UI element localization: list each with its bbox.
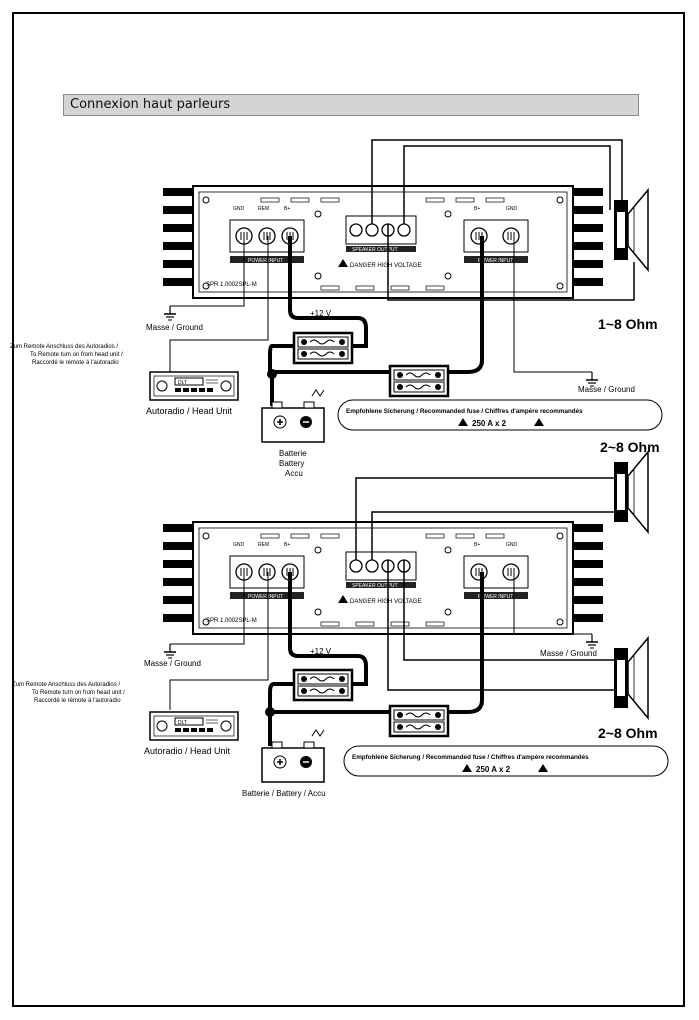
ground-icon	[585, 633, 599, 649]
remote-note-line: Raccordé le rémote à l'autoradio	[34, 698, 121, 704]
speaker-icon	[613, 637, 649, 719]
plus12-label: +12 V	[310, 309, 332, 318]
terminal-label: REM	[258, 206, 269, 212]
power-input-label: POWER INPUT	[478, 594, 513, 600]
head-unit-display: DLT	[178, 380, 187, 386]
impedance-label: 1~8 Ohm	[598, 316, 658, 332]
battery-label: Batterie / Battery / Accu	[242, 789, 326, 798]
terminal-label: GND	[233, 206, 245, 212]
speaker-output-label: SPEAKER OUTPUT	[352, 247, 398, 253]
impedance-label: 2~8 Ohm	[598, 725, 658, 741]
diagram-2: 2~8 Ohm GND REM B+ B+ GND POWER INPUT SP…	[12, 439, 669, 798]
ground-label: Masse / Ground	[540, 649, 597, 658]
ground-label: Masse / Ground	[578, 385, 635, 394]
impedance-label: 2~8 Ohm	[600, 439, 660, 455]
battery-label: Battery	[279, 459, 304, 468]
fuse-icon	[388, 364, 450, 398]
battery-label: Batterie	[279, 449, 307, 458]
model-text: SPR 1.0002SPL-M	[206, 282, 257, 288]
ground-label: Masse / Ground	[146, 323, 203, 332]
ground-icon	[585, 371, 599, 387]
power-input-label: POWER INPUT	[248, 258, 283, 264]
terminal-label: REM	[258, 542, 269, 548]
ground-icon	[163, 643, 177, 659]
head-unit-label: Autoradio / Head Unit	[146, 406, 233, 416]
speaker-icon	[613, 451, 649, 533]
remote-note-line: To Remote turn on from head unit /	[32, 690, 125, 696]
power-input-label: POWER INPUT	[248, 594, 283, 600]
remote-note-line: To Remote turn on from head unit /	[30, 352, 123, 358]
terminal-label: B+	[284, 206, 290, 212]
battery-label: Accu	[285, 469, 303, 478]
model-text: SPR 1.0002SPL-M	[206, 618, 257, 624]
power-input-label: POWER INPUT	[478, 258, 513, 264]
speaker-output-label: SPEAKER OUTPUT	[352, 583, 398, 589]
ground-label: Masse / Ground	[144, 659, 201, 668]
remote-note-line: Zum Remote Anschluss des Autoradios /	[12, 682, 120, 688]
terminal-label: GND	[506, 542, 518, 548]
terminal-label: GND	[233, 542, 245, 548]
ground-icon	[163, 305, 177, 321]
section-title: Connexion haut parleurs	[63, 94, 639, 116]
battery-icon	[261, 741, 325, 783]
battery-icon	[261, 401, 325, 443]
fuse-note: Empfohlene Sicherung / Recommanded fuse …	[352, 754, 589, 761]
fuse-icon	[292, 668, 354, 702]
head-unit-display: DLT	[178, 720, 187, 726]
fuse-icon	[292, 331, 354, 365]
terminal-label: B+	[474, 542, 480, 548]
remote-note-line: Raccordé le rémote à l'autoradio	[32, 360, 119, 366]
terminal-label: B+	[474, 206, 480, 212]
head-unit-icon	[149, 711, 239, 741]
fuse-rating: 250 A x 2	[476, 765, 511, 774]
fuse-note: Empfohlene Sicherung / Recommanded fuse …	[346, 408, 583, 415]
diagram-1: GND REM B+ B+ GND POWER INPUT SPEAKER OU…	[10, 139, 663, 478]
page-frame	[12, 12, 685, 1007]
fuse-icon	[388, 704, 450, 738]
fuse-rating: 250 A x 2	[472, 419, 507, 428]
terminal-label: B+	[284, 542, 290, 548]
danger-text: DANGER HIGH VOLTAGE	[350, 599, 421, 605]
head-unit-icon	[149, 371, 239, 401]
head-unit-label: Autoradio / Head Unit	[144, 746, 231, 756]
remote-note-line: Zum Remote Anschluss des Autoradios /	[10, 344, 118, 350]
danger-text: DANGER HIGH VOLTAGE	[350, 263, 421, 269]
terminal-label: GND	[506, 206, 518, 212]
plus12-label: +12 V	[310, 647, 332, 656]
speaker-icon	[613, 189, 649, 271]
